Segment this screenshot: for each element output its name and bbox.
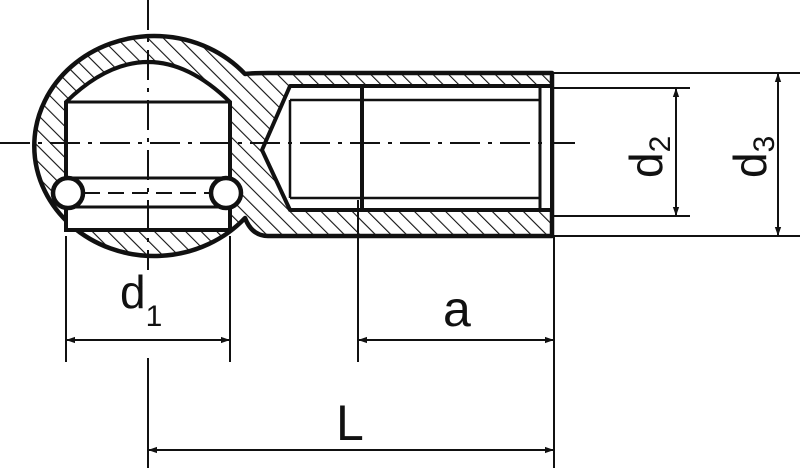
dimension-label-a: a: [443, 281, 471, 337]
threaded-bore: [260, 84, 554, 212]
dimension-label-d3: d3: [724, 136, 781, 178]
retaining-ring-right: [208, 175, 244, 211]
d1-main: d: [120, 266, 146, 318]
retaining-ring-left: [50, 175, 86, 211]
dimension-label-L: L: [336, 395, 364, 451]
dimension-label-d1: d1: [120, 266, 162, 333]
d2-sub: 2: [644, 136, 677, 153]
d1-sub: 1: [146, 300, 163, 333]
d3-main: d: [724, 152, 776, 178]
d2-main: d: [620, 152, 672, 178]
dimension-label-d2: d2: [620, 136, 677, 178]
d3-sub: 3: [748, 136, 781, 153]
